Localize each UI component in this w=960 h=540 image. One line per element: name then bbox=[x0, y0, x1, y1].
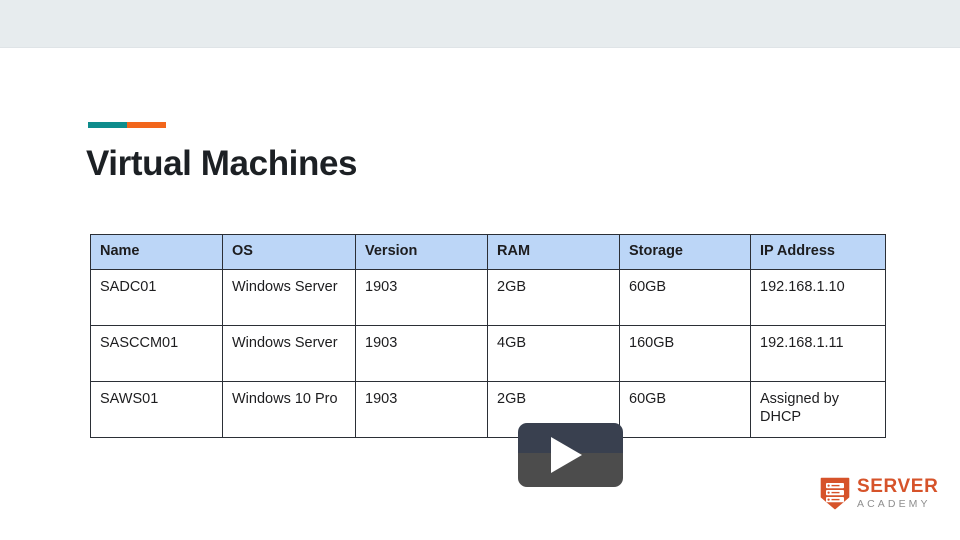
column-header-storage: Storage bbox=[619, 234, 751, 270]
vm-table-container: Name OS Version RAM Storage IP Address S… bbox=[90, 234, 886, 487]
play-triangle-icon bbox=[551, 437, 582, 473]
cell-os: Windows Server bbox=[222, 268, 356, 326]
cell-version: 1903 bbox=[355, 324, 488, 382]
player-top-band bbox=[0, 0, 960, 48]
accent-segment-teal bbox=[88, 122, 127, 128]
column-header-os: OS bbox=[222, 234, 356, 270]
column-header-version: Version bbox=[355, 234, 488, 270]
cell-ram: 4GB bbox=[487, 324, 620, 382]
logo-word-academy: ACADEMY bbox=[857, 497, 931, 510]
page-title: Virtual Machines bbox=[86, 144, 358, 183]
cell-name: SADC01 bbox=[90, 268, 223, 326]
server-academy-logo: SERVER ACADEMY bbox=[820, 473, 938, 513]
column-header-name: Name bbox=[90, 234, 223, 270]
logo-word-server: SERVER bbox=[857, 475, 939, 497]
logo-wordmark: SERVER ACADEMY bbox=[857, 477, 938, 510]
video-play-button[interactable] bbox=[518, 423, 623, 487]
cell-name: SASCCM01 bbox=[90, 324, 223, 382]
title-accent-bar bbox=[88, 122, 166, 128]
table-row: SAWS01 Windows 10 Pro 1903 2GB 60GB Assi… bbox=[90, 380, 886, 438]
cell-ip: Assigned by DHCP bbox=[750, 380, 886, 438]
cell-storage: 60GB bbox=[619, 380, 751, 438]
cell-ram: 2GB bbox=[487, 268, 620, 326]
cell-name: SAWS01 bbox=[90, 380, 223, 438]
cell-version: 1903 bbox=[355, 268, 488, 326]
cell-version: 1903 bbox=[355, 380, 488, 438]
column-header-ram: RAM bbox=[487, 234, 620, 270]
cell-os: Windows 10 Pro bbox=[222, 380, 356, 438]
table-header-row: Name OS Version RAM Storage IP Address bbox=[90, 234, 886, 270]
slide-canvas: Virtual Machines Name OS Version RAM Sto… bbox=[0, 49, 960, 540]
table-row: SADC01 Windows Server 1903 2GB 60GB 192.… bbox=[90, 268, 886, 326]
virtual-machines-table: Name OS Version RAM Storage IP Address S… bbox=[90, 234, 886, 438]
table-body: SADC01 Windows Server 1903 2GB 60GB 192.… bbox=[90, 268, 886, 438]
cell-ip: 192.168.1.10 bbox=[750, 268, 886, 326]
accent-segment-orange bbox=[127, 122, 166, 128]
cell-storage: 60GB bbox=[619, 268, 751, 326]
cell-os: Windows Server bbox=[222, 324, 356, 382]
server-rack-shield-icon bbox=[820, 477, 850, 510]
cell-storage: 160GB bbox=[619, 324, 751, 382]
cell-ip: 192.168.1.11 bbox=[750, 324, 886, 382]
table-row: SASCCM01 Windows Server 1903 4GB 160GB 1… bbox=[90, 324, 886, 382]
table-header: Name OS Version RAM Storage IP Address bbox=[90, 234, 886, 270]
column-header-ip: IP Address bbox=[750, 234, 886, 270]
